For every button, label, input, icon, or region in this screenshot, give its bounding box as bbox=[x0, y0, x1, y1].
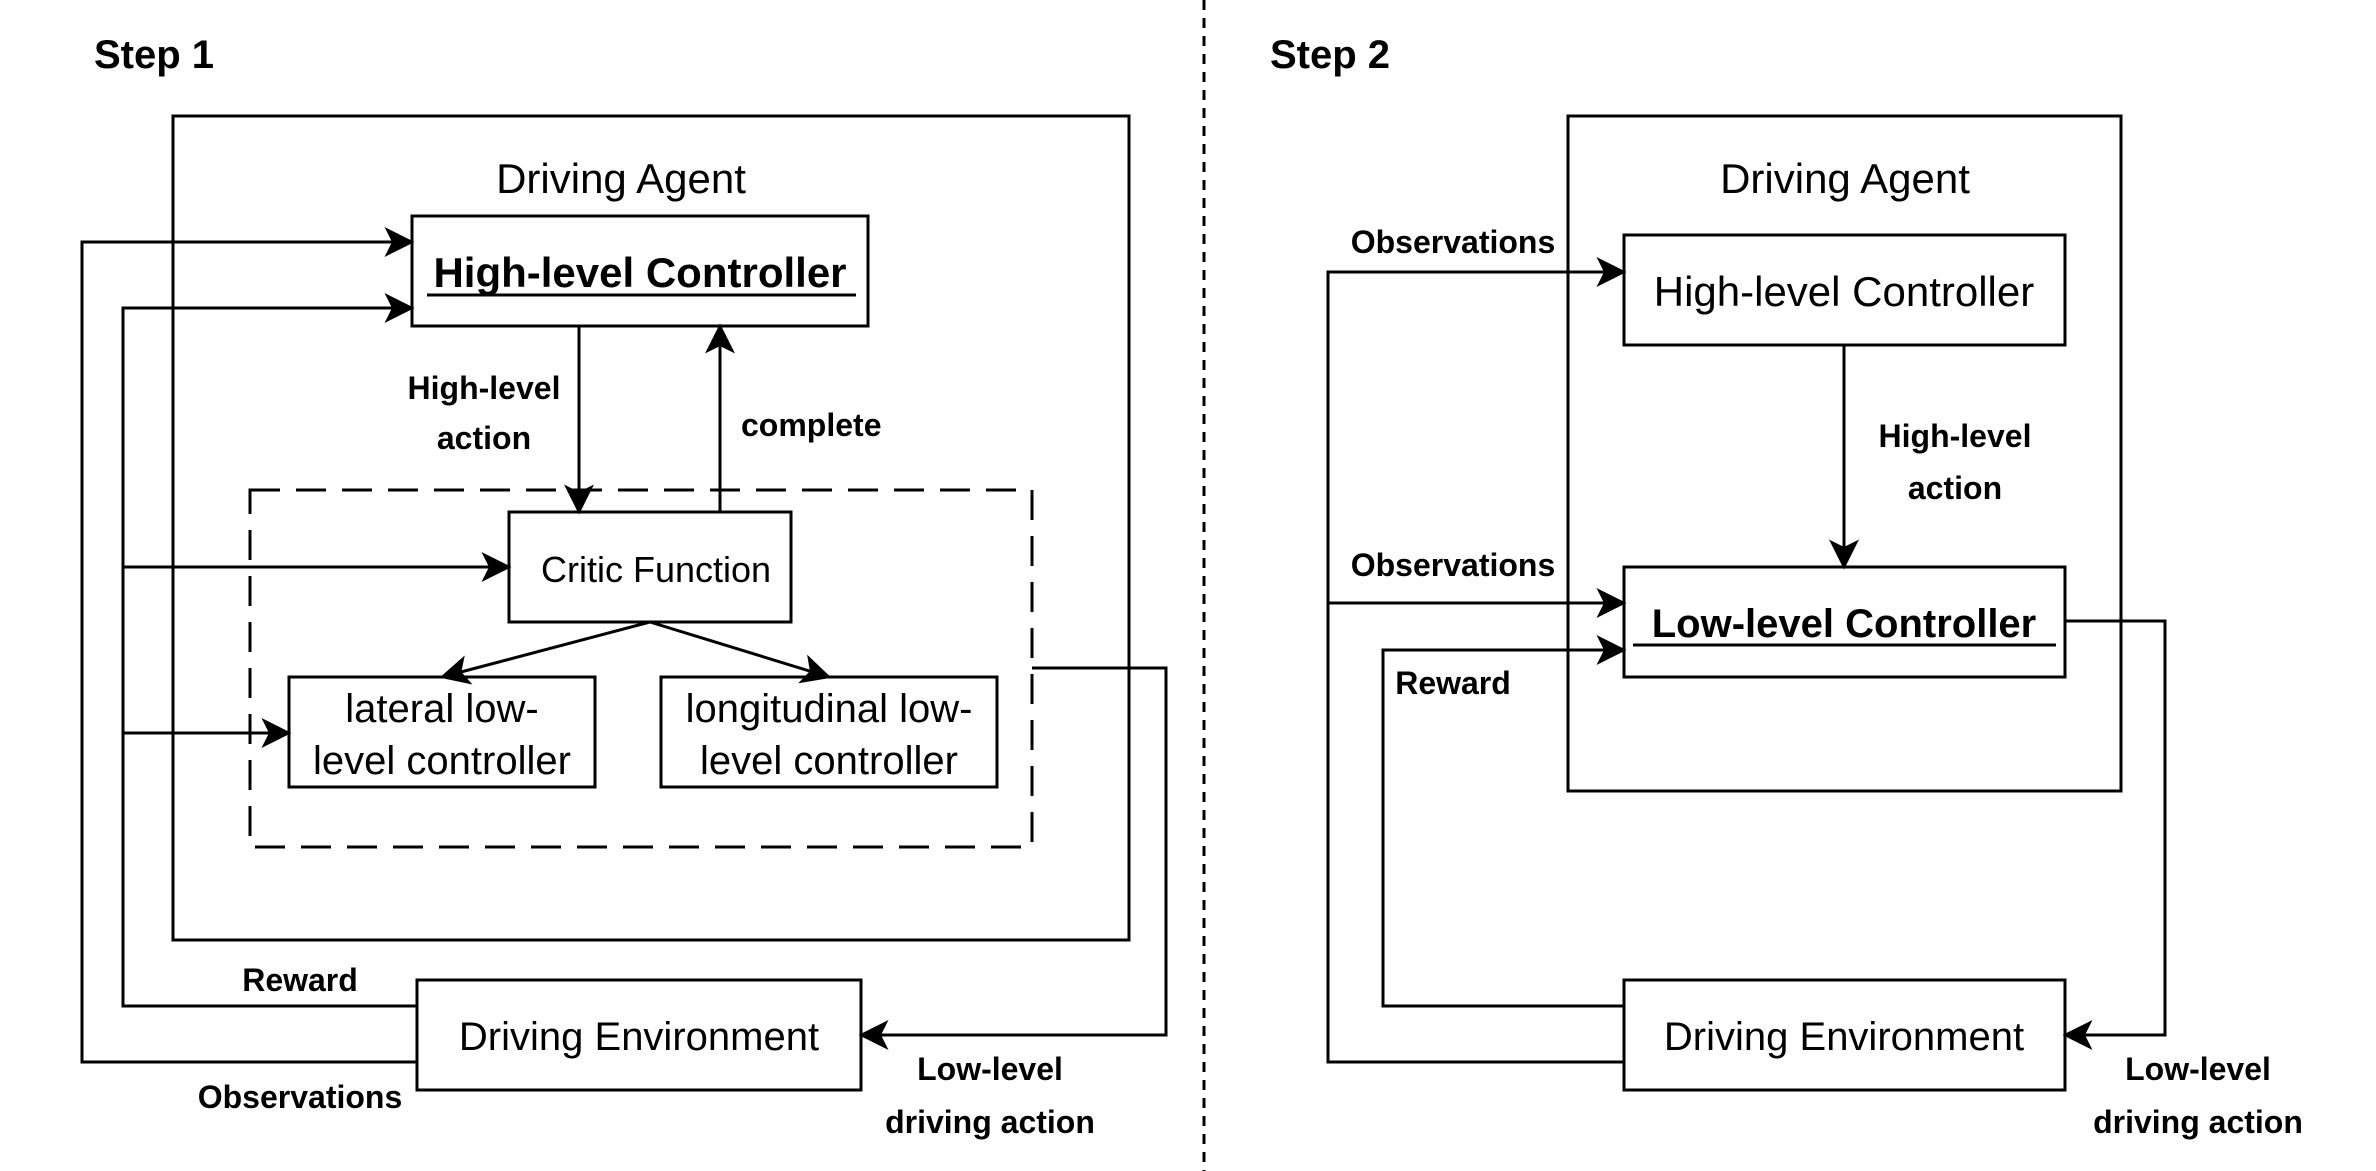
step1-driving-agent-box bbox=[171, 114, 1131, 942]
step1-driving-environment-label: Driving Environment bbox=[459, 1015, 819, 1059]
step1-lateral-controller-line1: lateral low- bbox=[345, 687, 538, 731]
step2-reward-line bbox=[1381, 635, 1627, 1008]
step1-title: Step 1 bbox=[94, 33, 214, 77]
step2-high-level-controller-label: High-level Controller bbox=[1654, 268, 2034, 315]
step1-label-reward: Reward bbox=[242, 962, 358, 998]
step1-label-observations: Observations bbox=[198, 1079, 403, 1115]
step2-high-level-controller-box bbox=[1622, 233, 2067, 347]
step1-high-level-controller-label: High-level Controller bbox=[433, 249, 846, 296]
step2-label-high-level-action-1: High-level bbox=[1879, 418, 2032, 454]
step2-driving-agent-box bbox=[1566, 114, 2123, 793]
step2-title: Step 2 bbox=[1270, 33, 1390, 77]
step1-label-complete: complete bbox=[741, 407, 881, 443]
step1-label-high-level-action-1: High-level bbox=[408, 370, 561, 406]
step1-critic-function-label: Critic Function bbox=[541, 549, 771, 590]
step1-driving-environment-box bbox=[415, 978, 863, 1092]
step2-label-low-level-action-1: Low-level bbox=[2125, 1051, 2271, 1087]
step1-low-level-region bbox=[248, 488, 1034, 849]
step2-label-observations-mid: Observations bbox=[1351, 547, 1556, 583]
step2-label-high-level-action-2: action bbox=[1908, 470, 2002, 506]
step1-arrow-critic-to-longitudinal bbox=[649, 620, 832, 684]
step2-low-level-controller-label: Low-level Controller bbox=[1652, 602, 2037, 646]
step1-label-high-level-action-2: action bbox=[437, 420, 531, 456]
step1-low-level-action-line bbox=[858, 666, 1168, 1050]
step1-longitudinal-controller-line1: longitudinal low- bbox=[686, 687, 973, 731]
step1-high-level-controller-box bbox=[410, 214, 870, 328]
step2-observations-line bbox=[1326, 257, 1627, 1064]
step1-observations-line bbox=[80, 227, 417, 1064]
step2-label-reward: Reward bbox=[1395, 665, 1511, 701]
step1-arrow-critic-to-lateral bbox=[439, 620, 651, 685]
step1-label-low-level-action-2: driving action bbox=[885, 1104, 1095, 1140]
step2-driving-environment-box bbox=[1622, 978, 2067, 1092]
step1-reward-line bbox=[121, 293, 417, 1008]
step1-longitudinal-controller-line2: level controller bbox=[700, 739, 958, 783]
step2-driving-environment-label: Driving Environment bbox=[1664, 1015, 2024, 1059]
step1-lateral-controller-line2: level controller bbox=[313, 739, 571, 783]
step1-label-low-level-action-1: Low-level bbox=[917, 1051, 1063, 1087]
step2-driving-agent-title: Driving Agent bbox=[1720, 155, 1970, 202]
step2-label-observations-top: Observations bbox=[1351, 224, 1556, 260]
step2-label-low-level-action-2: driving action bbox=[2093, 1104, 2303, 1140]
step1-longitudinal-controller-box bbox=[659, 675, 999, 789]
step1-driving-agent-title: Driving Agent bbox=[496, 155, 746, 202]
step2-low-level-action-line bbox=[2062, 619, 2167, 1050]
